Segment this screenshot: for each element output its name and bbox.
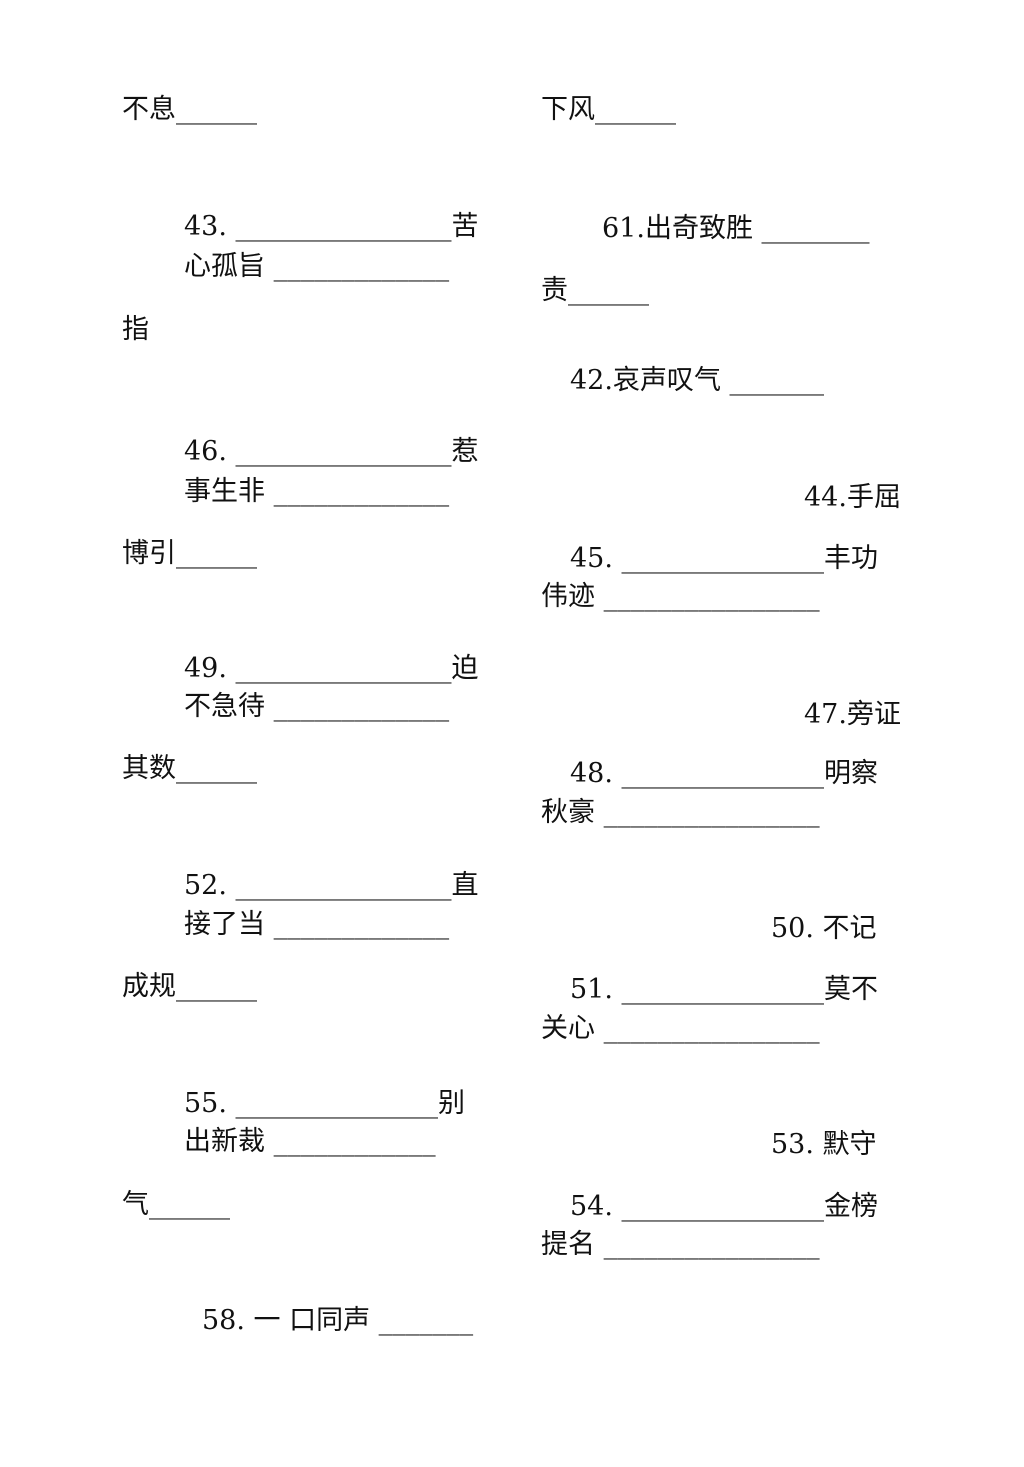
left-line-15: 出新裁 ____________: [184, 1126, 436, 1157]
right-line-11: 50. 不记: [771, 913, 877, 944]
right-line-1: 下风______: [541, 94, 676, 125]
left-line-16: 气______: [122, 1189, 230, 1220]
right-line-13: 关心 ________________: [541, 1013, 820, 1044]
left-line-4: 指: [122, 314, 149, 345]
right-line-12: 51. _______________莫不: [570, 974, 879, 1005]
left-line-14: 55. _______________别: [184, 1088, 466, 1119]
right-line-16: 提名 ________________: [541, 1229, 820, 1260]
right-line-8: 47.旁证: [804, 699, 901, 730]
right-line-10: 秋豪 ________________: [541, 797, 820, 828]
right-line-3: 责______: [541, 275, 649, 306]
left-line-12: 接了当 _____________: [184, 909, 450, 940]
right-line-7: 伟迹 ________________: [541, 581, 820, 612]
left-line-2: 43. ________________苦: [184, 211, 479, 242]
right-line-9: 48. _______________明察: [570, 758, 879, 789]
left-line-10: 其数______: [122, 753, 257, 784]
left-line-1: 不息______: [122, 94, 257, 125]
left-line-8: 49. ________________迫: [184, 653, 479, 684]
right-line-6: 45. _______________丰功: [570, 543, 879, 574]
left-line-6: 事生非 _____________: [184, 476, 450, 507]
left-line-3: 心孤旨 _____________: [184, 251, 450, 282]
right-line-4: 42.哀声叹气 _______: [570, 365, 825, 396]
left-line-9: 不急待 _____________: [184, 691, 450, 722]
left-line-7: 博引______: [122, 538, 257, 569]
right-line-2: 61.出奇致胜 ________: [602, 213, 870, 244]
left-line-11: 52. ________________直: [184, 870, 479, 901]
right-line-15: 54. _______________金榜: [570, 1191, 879, 1222]
left-line-13: 成规______: [122, 971, 257, 1002]
left-line-5: 46. ________________惹: [184, 436, 479, 467]
right-line-5: 44.手屈: [804, 482, 901, 513]
left-line-17: 58. 一 口同声 _______: [202, 1305, 474, 1336]
right-line-14: 53. 默守: [771, 1129, 877, 1160]
